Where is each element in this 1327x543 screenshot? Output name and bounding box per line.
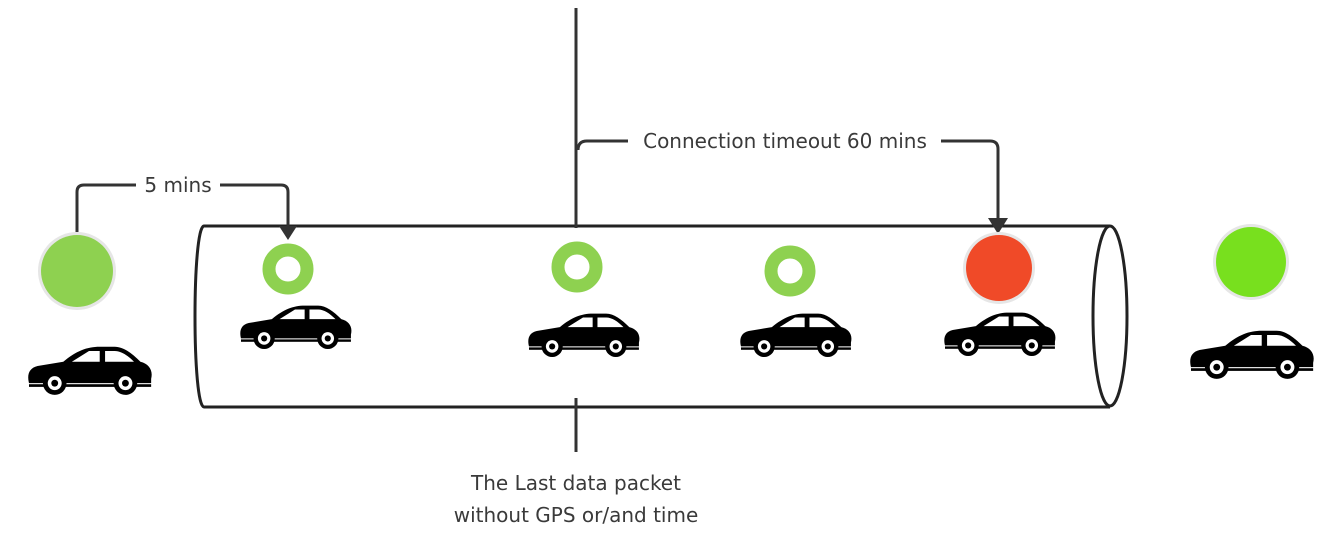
arrow-head (279, 226, 297, 240)
car-icon (528, 313, 640, 358)
interval-label: 5 mins (144, 173, 211, 197)
car-icon (740, 313, 852, 358)
status-dot-connected (41, 235, 113, 307)
connection-tube (193, 224, 1129, 409)
packet-ring-icon (262, 243, 314, 295)
arrow-head (988, 218, 1008, 234)
car-icon (944, 312, 1056, 357)
timeout-label: Connection timeout 60 mins (643, 129, 927, 153)
status-dot-timeout (966, 235, 1032, 301)
status-dot-reconnected (1216, 227, 1286, 297)
car-icon (28, 346, 152, 395)
timeout-connector: Connection timeout 60 mins (576, 129, 1008, 234)
packet-ring-icon (551, 241, 603, 293)
tube-end (1091, 224, 1129, 408)
last-packet-caption-line1: The Last data packet (470, 471, 681, 495)
last-packet-caption-line2: without GPS or/and time (454, 503, 699, 527)
car-icon (1190, 330, 1314, 379)
car-icon (240, 305, 352, 350)
packet-ring-icon (764, 245, 816, 297)
tube-body (193, 224, 1110, 409)
interval-connector: 5 mins (75, 173, 297, 240)
